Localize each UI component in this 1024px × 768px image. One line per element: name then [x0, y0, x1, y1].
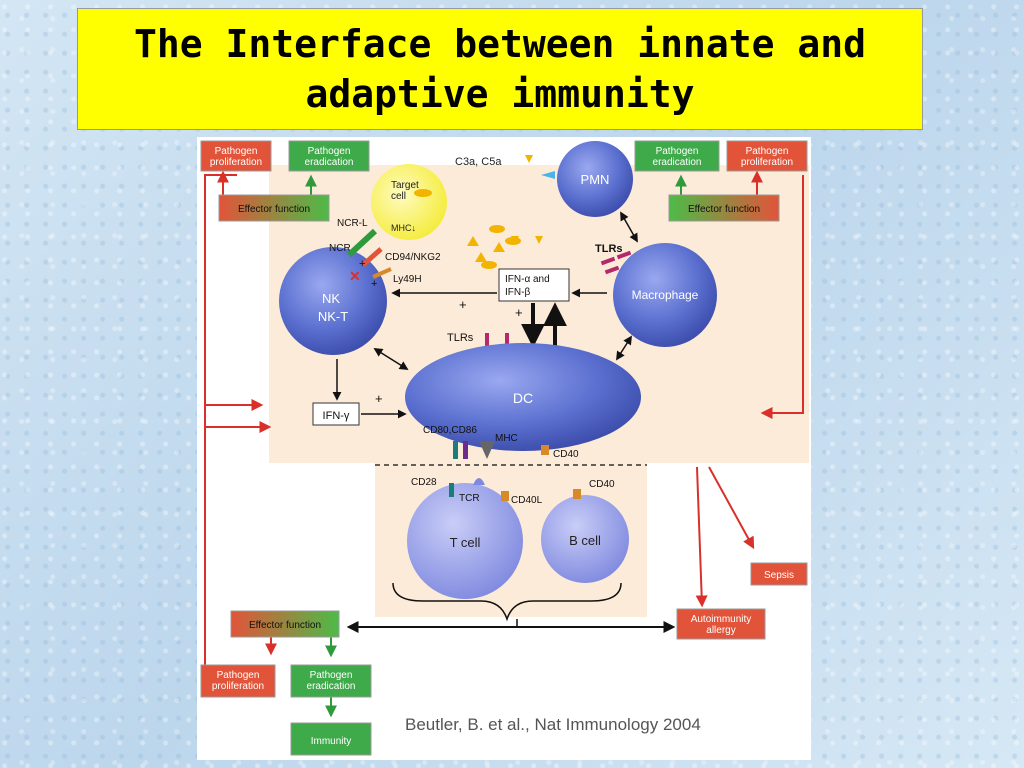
b-cell-label: B cell: [569, 533, 601, 548]
macrophage-cell: [613, 243, 717, 347]
cd94-receptor: [361, 247, 383, 267]
t-cell-label: T cell: [450, 535, 481, 550]
nkt-label: NK-T: [318, 309, 348, 324]
target-granule: [414, 189, 432, 197]
title-banner: The Interface between innate and adaptiv…: [77, 8, 923, 130]
cd40-b-label: CD40: [589, 479, 615, 490]
citation: Beutler, B. et al., Nat Immunology 2004: [405, 715, 701, 734]
dc-cell: [405, 343, 641, 451]
tlr-receptors-macrophage: [600, 250, 632, 275]
tlr-receptors-dc: [485, 333, 509, 351]
nk-cell: [279, 247, 387, 355]
sepsis-label: Sepsis: [764, 570, 794, 581]
lymphocyte-receptors: [449, 478, 581, 501]
box-immunity: [290, 722, 372, 756]
cd40-dc-label: CD40: [553, 449, 579, 460]
cd80-label: CD80,CD86: [423, 425, 477, 436]
box-pathogen-proliferation-bottom: [200, 664, 276, 698]
pmn-label: PMN: [581, 172, 610, 187]
box-sepsis: [750, 562, 808, 586]
ncr-receptor: [346, 228, 378, 258]
ly49h-receptor: [372, 267, 392, 279]
box-effector-function-bottom: [230, 610, 340, 638]
effector-label: Effector function: [249, 620, 321, 631]
ly49h-label: Ly49H: [393, 274, 422, 285]
box-autoimmunity: [676, 608, 766, 640]
chemokines: [467, 155, 543, 269]
b-cell: [541, 495, 629, 583]
effector-label: Effector function: [238, 204, 310, 215]
box-effector-function-tr: [668, 194, 780, 222]
page-title: The Interface between innate and adaptiv…: [133, 22, 867, 116]
receptor-pmn: [541, 171, 555, 179]
inhibition-x: ✕: [349, 268, 361, 284]
effector-label: Effector function: [688, 204, 760, 215]
plus-ifng: +: [375, 391, 383, 406]
tlrs-macrophage-label: TLRs: [595, 243, 623, 255]
tcr-label: TCR: [459, 493, 480, 504]
immunity-label: Immunity: [311, 736, 352, 747]
ncr-l-label: NCR-L: [337, 218, 368, 229]
cd28-label: CD28: [411, 477, 437, 488]
red-to-sepsis: [708, 466, 755, 550]
pmn-cell: [557, 141, 633, 217]
box-pathogen-eradication-tl: [288, 140, 370, 172]
ncr-label: NCR: [329, 243, 351, 254]
brace: [392, 582, 622, 622]
dc-receptors: [453, 441, 549, 459]
mhc-down-label: MHC↓: [391, 223, 416, 233]
box-pathogen-proliferation-tl: [200, 140, 272, 172]
target-cell: [371, 164, 447, 240]
tlrs-dc-label: TLRs: [447, 332, 474, 344]
t-cell: [407, 483, 523, 599]
plus-ifn-nk: +: [459, 297, 467, 312]
dc-label: DC: [513, 390, 533, 406]
arrow-pmn-macrophage: [620, 211, 638, 243]
plus-nk-2: +: [371, 278, 377, 290]
ifn-g-label: IFN-γ: [323, 410, 350, 422]
arrow-macrophage-dc: [616, 335, 632, 361]
cd40l-label: CD40L: [511, 495, 543, 506]
plus-nk-1: +: [359, 258, 365, 270]
c3a-c5a-label: C3a, C5a: [455, 156, 502, 168]
macrophage-label: Macrophage: [632, 288, 699, 302]
right-red-line: [760, 175, 804, 419]
box-pathogen-eradication-bottom: [290, 664, 372, 698]
ifn-g-box: [312, 402, 360, 426]
red-to-autoimmunity: [695, 466, 708, 608]
ifn-ab-box: [498, 268, 570, 302]
box-pathogen-proliferation-tr: [726, 140, 808, 172]
nk-label: NK: [322, 291, 340, 306]
arrow-nk-dc: [373, 348, 409, 370]
box-pathogen-eradication-tr: [634, 140, 720, 172]
cd94-label: CD94/NKG2: [385, 252, 441, 263]
plus-ifn-dc: +: [515, 305, 523, 320]
box-effector-function-tl: [218, 194, 330, 222]
mhc-label: MHC: [495, 433, 518, 444]
